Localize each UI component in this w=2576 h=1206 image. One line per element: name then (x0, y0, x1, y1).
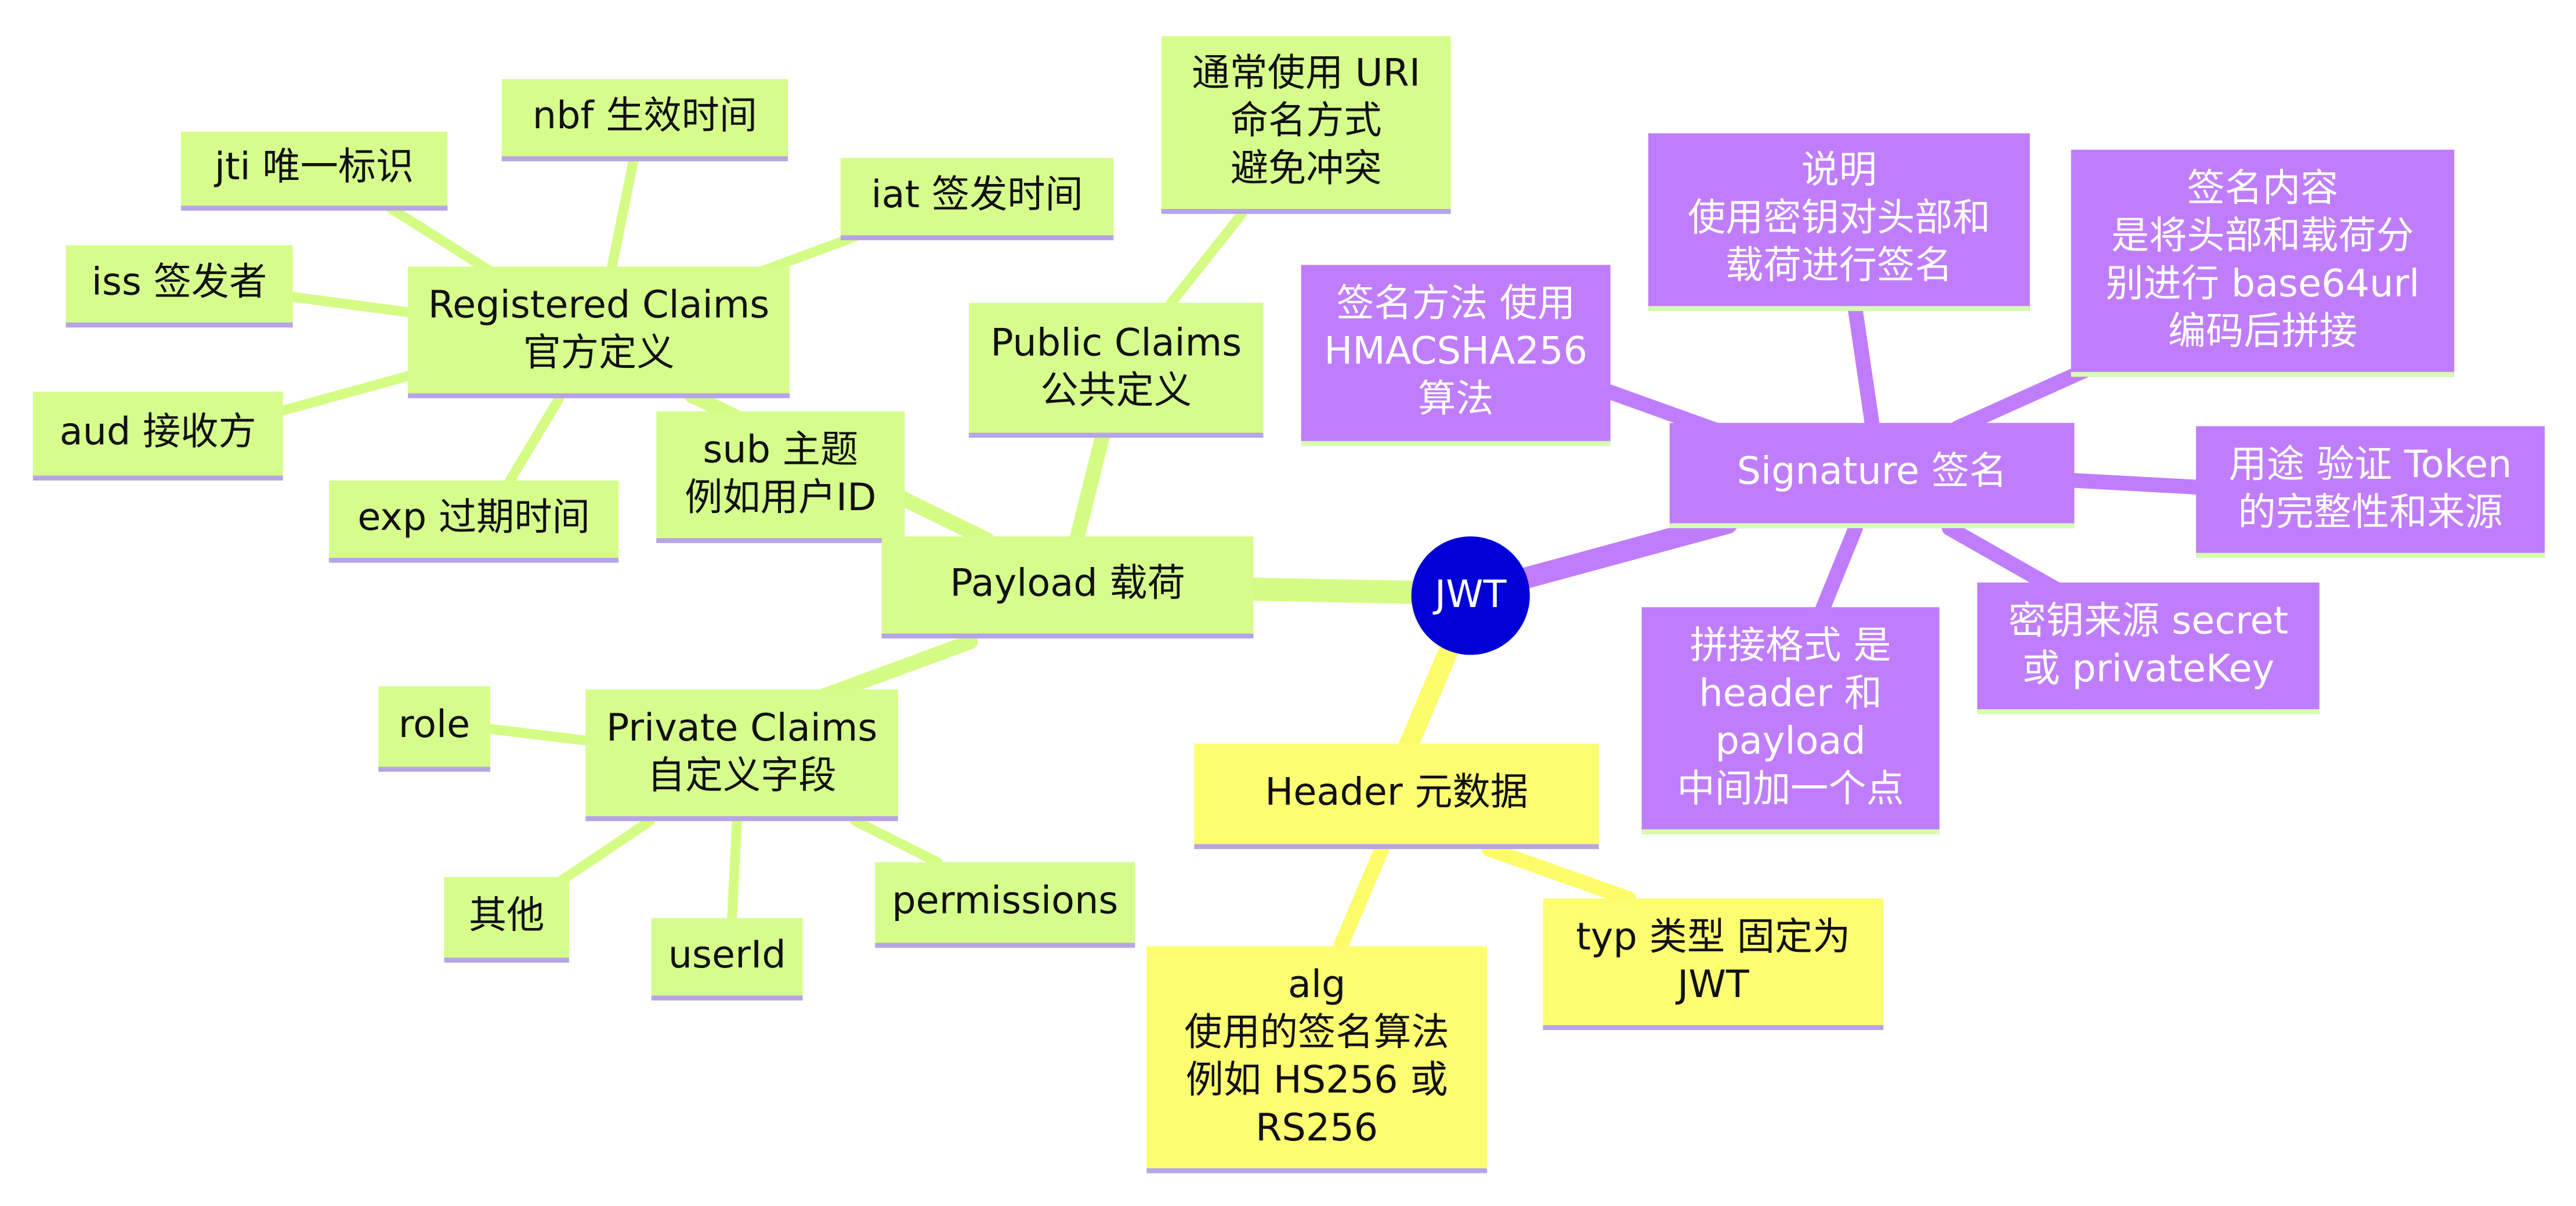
node-private-role: role (378, 686, 490, 772)
node-header-alg: alg 使用的签名算法 例如 HS256 或 RS256 (1146, 946, 1488, 1173)
link-root-payload (1238, 577, 1427, 604)
node-private-userid: userId (651, 918, 803, 1001)
link-header-typ (1481, 842, 1636, 906)
node-signature-method: 签名方法 使用 HMACSHA256 算法 (1301, 265, 1611, 446)
node-registered-sub: sub 主题 例如用户ID (656, 411, 905, 543)
link-registered-nbf (607, 156, 639, 272)
node-signature-secret: 密钥来源 secret 或 privateKey (1977, 582, 2320, 714)
node-signature-format: 拼接格式 是 header 和 payload 中间加一个点 (1641, 607, 1940, 835)
link-private-other (554, 816, 655, 887)
link-root-header (1396, 635, 1461, 760)
link-private-permissions (850, 816, 943, 868)
link-registered-iss (283, 291, 417, 318)
node-payload: Payload 载荷 (881, 536, 1254, 639)
link-registered-jti (381, 200, 499, 279)
link-header-alg (1333, 842, 1390, 954)
node-registered-nbf: nbf 生效时间 (501, 79, 788, 161)
node-header: Header 元数据 (1194, 743, 1599, 849)
node-public-claims: Public Claims 公共定义 (968, 302, 1264, 438)
link-registered-aud (274, 370, 417, 417)
link-public-uri (1166, 209, 1247, 308)
node-registered-iat: iat 签发时间 (840, 158, 1114, 240)
link-signature-usage (2067, 473, 2204, 494)
link-signature-format (1815, 521, 1863, 616)
node-signature-desc: 说明 使用密钥对头部和 载荷进行签名 (1648, 133, 2030, 311)
link-private-userid (727, 816, 742, 923)
node-private-other: 其他 (444, 877, 569, 963)
node-header-typ: typ 类型 固定为 JWT (1543, 898, 1884, 1030)
node-registered-iss: iss 签发者 (66, 245, 293, 328)
node-signature-usage: 用途 验证 Token 的完整性和来源 (2196, 426, 2545, 558)
node-root-jwt: JWT (1411, 536, 1530, 655)
link-signature-secret (1942, 521, 2064, 597)
node-private-permissions: permissions (875, 862, 1135, 948)
link-signature-desc (1848, 304, 1880, 431)
link-root-signature (1511, 512, 1738, 590)
node-public-uri: 通常使用 URI 命名方式 避免冲突 (1161, 36, 1451, 214)
link-payload-public (1070, 430, 1110, 544)
node-signature-content: 签名内容 是将头部和载荷分 别进行 base64url 编码后拼接 (2071, 150, 2455, 377)
node-registered-aud: aud 接收方 (32, 391, 283, 481)
node-private-claims: Private Claims 自定义字段 (585, 689, 899, 821)
node-registered-jti: jti 唯一标识 (180, 131, 448, 211)
node-registered-exp: exp 过期时间 (329, 480, 619, 563)
link-registered-exp (505, 393, 565, 486)
link-private-role (485, 724, 591, 746)
node-registered-claims: Registered Claims 官方定义 (408, 266, 790, 399)
node-signature: Signature 签名 (1669, 423, 2075, 529)
